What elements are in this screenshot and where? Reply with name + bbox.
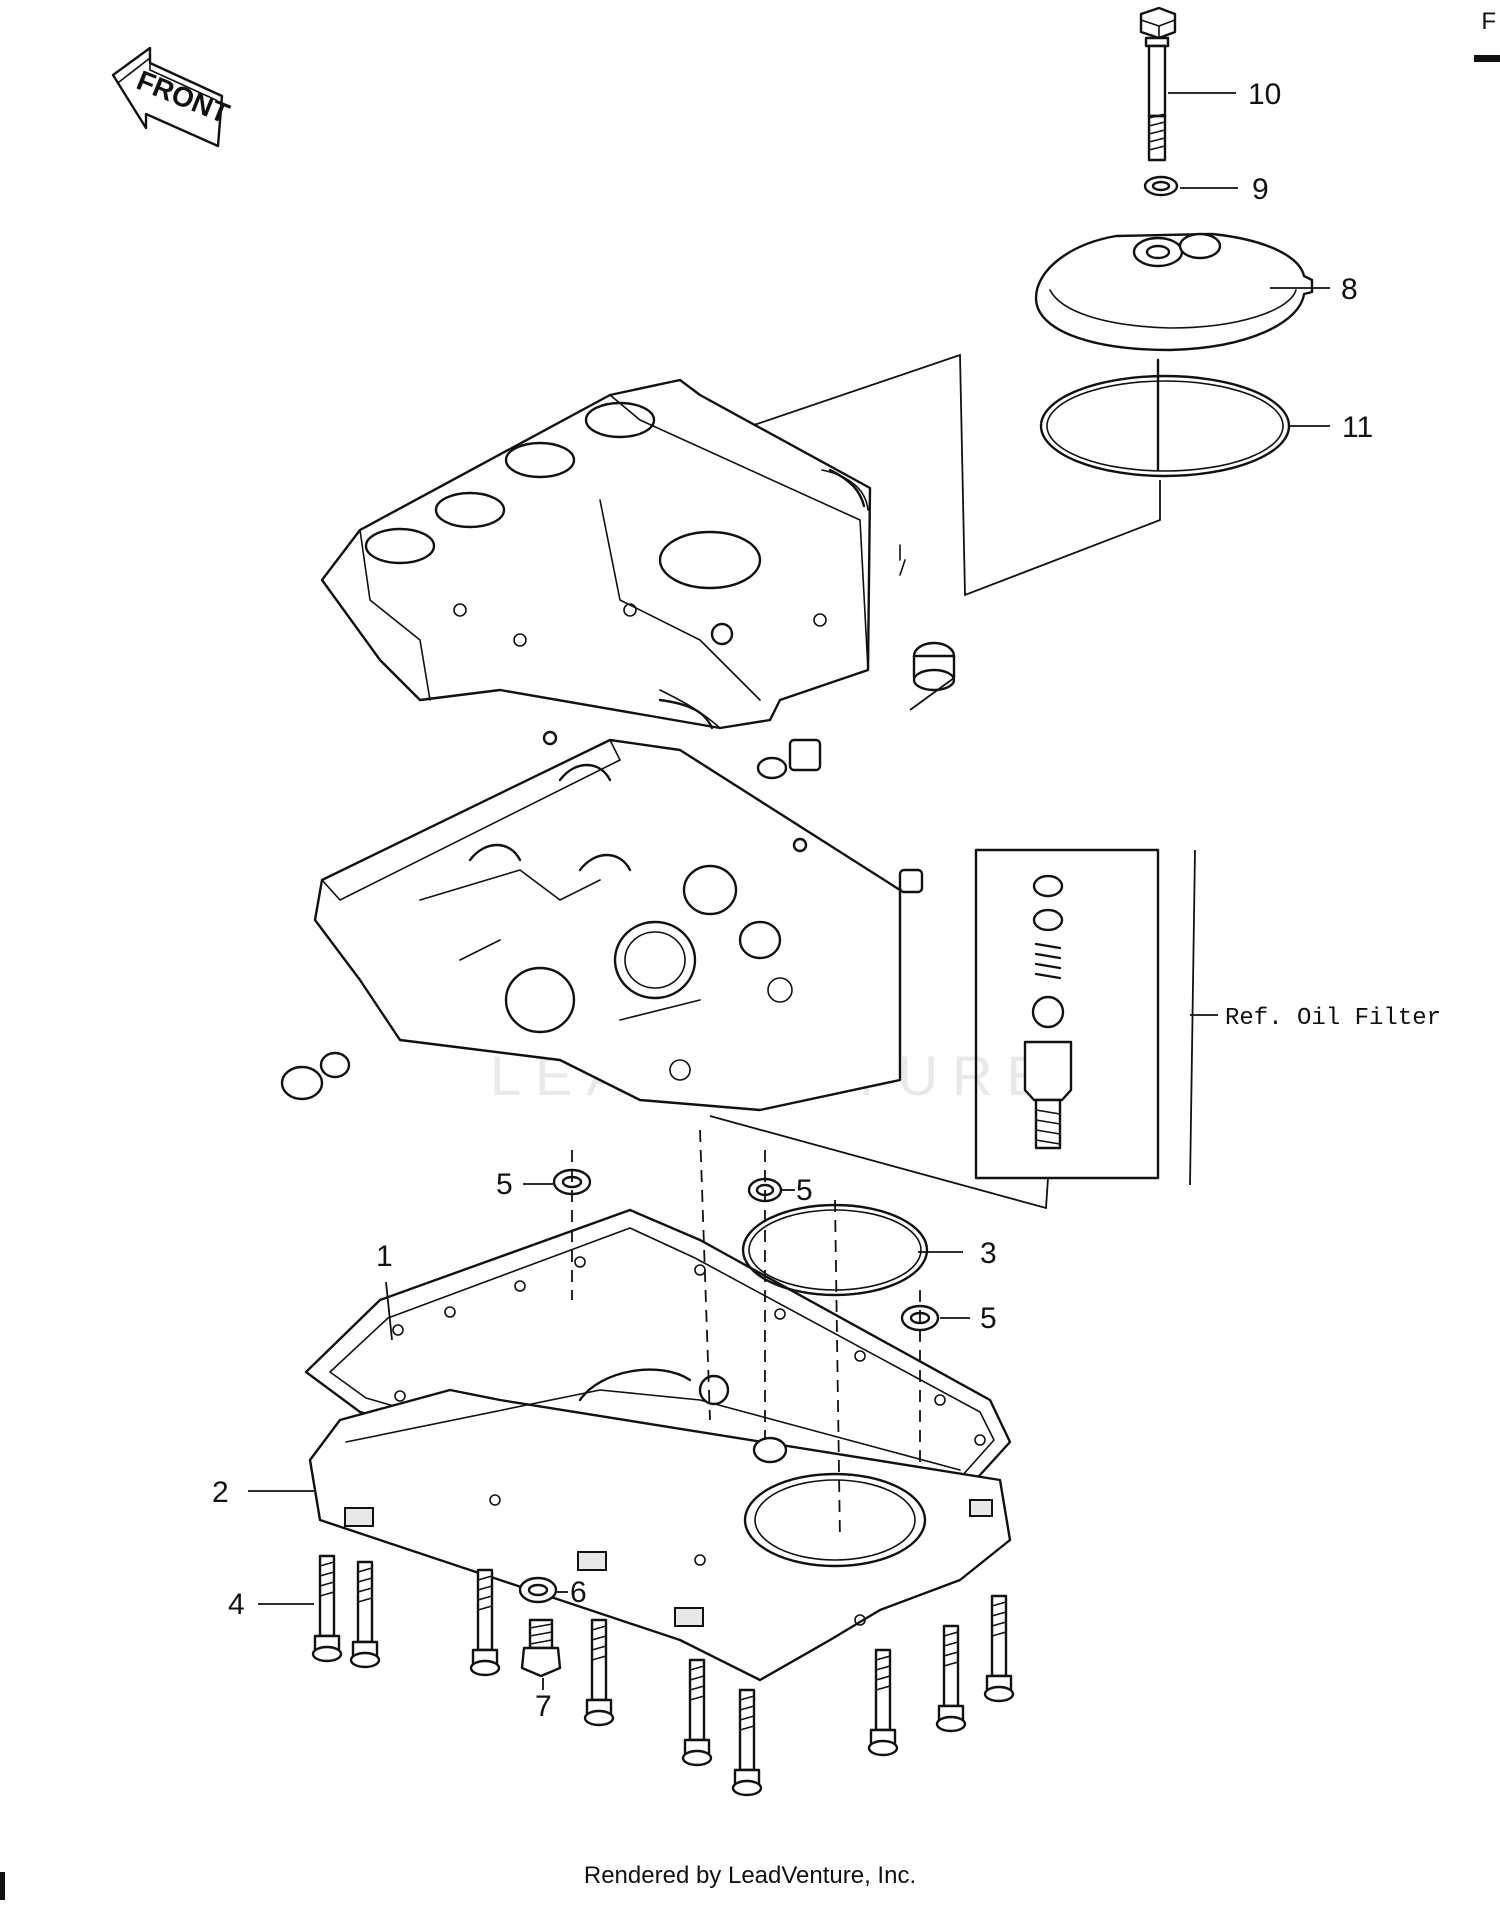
callout-part-11: 11: [1342, 411, 1373, 444]
oil-filter-cover-part-8: [1034, 232, 1314, 472]
callout-part-1: 1: [376, 1240, 393, 1273]
pan-guide-line: [709, 1115, 1049, 1210]
callout-part-5-b: 5: [796, 1174, 813, 1207]
callout-part-2: 2: [212, 1476, 229, 1509]
upper-crankcase: [320, 378, 906, 730]
callout-part-10: 10: [1248, 78, 1281, 111]
callout-part-5-c: 5: [980, 1302, 997, 1335]
front-arrow: FRONT: [111, 46, 234, 148]
callout-labels: 1 2 3 4 5 5 5 6 7 8 9 10 11: [212, 78, 1373, 1723]
page-corner-bar: [1474, 55, 1500, 62]
pan-bolts-part-4: [311, 1554, 1015, 1797]
washer-part-9: [1143, 175, 1179, 197]
lower-crankcase: [313, 738, 902, 1112]
drain-plug-part-7: [520, 1618, 562, 1678]
oil-filter-reference-box: [974, 848, 1218, 1186]
alignment-lines: [571, 1129, 921, 1541]
callout-part-7: 7: [535, 1690, 552, 1723]
oil-pressure-switch: [909, 641, 956, 711]
crankcase-fittings: [280, 730, 924, 1101]
ref-oil-filter-label: Ref. Oil Filter: [1225, 1005, 1441, 1032]
o-ring-part-11: [1039, 374, 1291, 478]
oil-pan-part-2: [308, 1368, 1012, 1682]
assembly-guide-line: [709, 353, 1161, 597]
page-corner-mark: F: [1481, 8, 1496, 35]
callout-part-6: 6: [570, 1576, 587, 1609]
render-credit-footer: Rendered by LeadVenture, Inc.: [583, 1862, 917, 1889]
page-edge-bar: [0, 1872, 5, 1900]
callout-part-4: 4: [228, 1588, 245, 1621]
callout-part-9: 9: [1252, 173, 1269, 206]
callout-part-8: 8: [1341, 273, 1358, 306]
callout-part-3: 3: [980, 1237, 997, 1270]
drain-washer-part-6: [518, 1576, 558, 1604]
filter-bolt-part-10: [1139, 6, 1177, 162]
callout-part-5-a: 5: [496, 1168, 513, 1201]
